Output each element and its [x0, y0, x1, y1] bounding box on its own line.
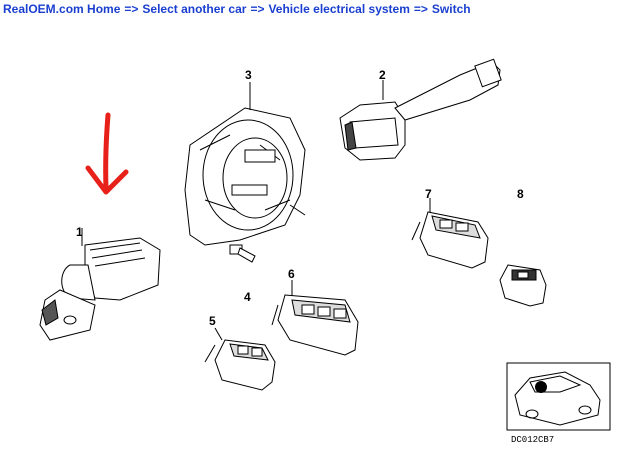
current-page-link[interactable]: Switch [431, 2, 471, 16]
select-car-link[interactable]: Select another car [142, 2, 247, 16]
part-6-window-switch[interactable] [271, 280, 359, 356]
part-label-1: 1 [76, 225, 83, 239]
red-arrow-icon [85, 112, 129, 195]
part-label-5: 5 [209, 314, 216, 328]
home-link[interactable]: RealOEM.com Home [3, 2, 121, 16]
part-label-2: 2 [379, 68, 386, 82]
part-label-6: 6 [288, 267, 295, 281]
part-5-window-switch[interactable] [204, 327, 276, 391]
part-7-window-switch[interactable] [411, 198, 489, 269]
breadcrumb-separator: => [413, 2, 428, 16]
location-marker-icon [535, 381, 547, 393]
part-label-8: 8 [517, 187, 524, 201]
part-label-4: 4 [244, 290, 251, 304]
part-1-wiper-switch[interactable] [39, 228, 161, 341]
part-2-turn-signal-switch[interactable] [339, 58, 502, 161]
part-8-switch[interactable] [499, 264, 547, 307]
breadcrumb-separator: => [250, 2, 265, 16]
part-4-bolt[interactable] [229, 244, 256, 263]
diagram-code: DC012CB7 [511, 435, 554, 445]
car-icon [514, 371, 601, 426]
breadcrumb: RealOEM.com Home=>Select another car=>Ve… [3, 2, 471, 16]
category-link[interactable]: Vehicle electrical system [268, 2, 410, 16]
part-label-7: 7 [425, 187, 432, 201]
breadcrumb-separator: => [124, 2, 139, 16]
car-locator-thumbnail: DC012CB7 [506, 362, 611, 445]
part-label-3: 3 [245, 68, 252, 82]
part-3-clock-spring[interactable] [184, 82, 306, 246]
